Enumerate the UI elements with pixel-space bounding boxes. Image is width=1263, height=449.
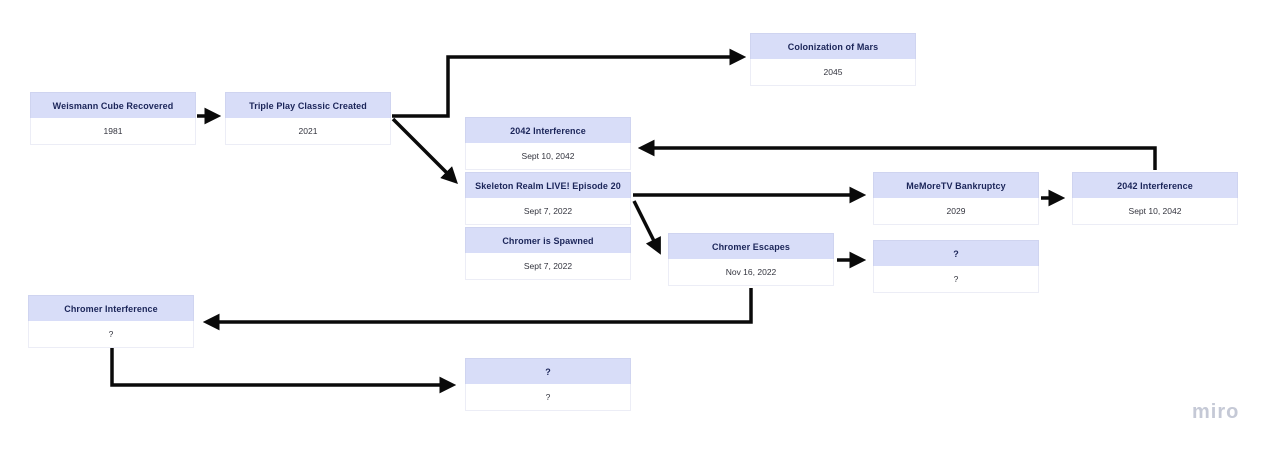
event-date: Sept 7, 2022	[465, 198, 631, 225]
event-date: Sept 7, 2022	[465, 253, 631, 280]
event-node-memoretv-bankruptcy[interactable]: MeMoreTV Bankruptcy 2029	[873, 172, 1039, 225]
connector-arrow-triple-play-classic-created-to-colonization-of-mars[interactable]	[392, 48, 747, 118]
event-node-2042-interference-a[interactable]: 2042 Interference Sept 10, 2042	[465, 117, 631, 170]
event-title: Chromer is Spawned	[465, 227, 631, 253]
event-title: Weismann Cube Recovered	[30, 92, 196, 118]
connector-arrow-triple-play-classic-created-to-skeleton-realm-live-ep20[interactable]	[391, 117, 458, 184]
event-title: Triple Play Classic Created	[225, 92, 391, 118]
event-title: ?	[465, 358, 631, 384]
event-date: ?	[873, 266, 1039, 293]
event-node-unknown-bottom[interactable]: ? ?	[465, 358, 631, 411]
event-date: Sept 10, 2042	[465, 143, 631, 170]
event-date: ?	[465, 384, 631, 411]
event-date: Nov 16, 2022	[668, 259, 834, 286]
event-title: Colonization of Mars	[750, 33, 916, 59]
event-title: 2042 Interference	[1072, 172, 1238, 198]
connector-arrow-2042-interference-b-to-2042-interference-a[interactable]	[637, 139, 1157, 170]
event-node-2042-interference-b[interactable]: 2042 Interference Sept 10, 2042	[1072, 172, 1238, 225]
event-node-colonization-of-mars[interactable]: Colonization of Mars 2045	[750, 33, 916, 86]
event-title: ?	[873, 240, 1039, 266]
miro-watermark: miro	[1192, 401, 1240, 423]
event-title: Skeleton Realm LIVE! Episode 20	[465, 172, 631, 198]
event-title: MeMoreTV Bankruptcy	[873, 172, 1039, 198]
event-date: 2029	[873, 198, 1039, 225]
event-date: 2045	[750, 59, 916, 86]
event-date: 1981	[30, 118, 196, 145]
connector-arrow-chromer-escapes-to-chromer-interference[interactable]	[202, 288, 753, 331]
connector-arrow-skeleton-realm-live-ep20-to-chromer-escapes[interactable]	[632, 200, 661, 255]
event-title: 2042 Interference	[465, 117, 631, 143]
event-node-unknown-right[interactable]: ? ?	[873, 240, 1039, 293]
event-date: 2021	[225, 118, 391, 145]
event-node-chromer-is-spawned[interactable]: Chromer is Spawned Sept 7, 2022	[465, 227, 631, 280]
connector-arrow-chromer-interference-to-unknown-bottom[interactable]	[110, 348, 457, 394]
event-title: Chromer Interference	[28, 295, 194, 321]
event-node-triple-play-classic-created[interactable]: Triple Play Classic Created 2021	[225, 92, 391, 145]
event-date: ?	[28, 321, 194, 348]
event-node-chromer-interference[interactable]: Chromer Interference ?	[28, 295, 194, 348]
event-title: Chromer Escapes	[668, 233, 834, 259]
event-node-chromer-escapes[interactable]: Chromer Escapes Nov 16, 2022	[668, 233, 834, 286]
event-date: Sept 10, 2042	[1072, 198, 1238, 225]
event-node-weismann-cube-recovered[interactable]: Weismann Cube Recovered 1981	[30, 92, 196, 145]
event-node-skeleton-realm-live-ep20[interactable]: Skeleton Realm LIVE! Episode 20 Sept 7, …	[465, 172, 631, 225]
